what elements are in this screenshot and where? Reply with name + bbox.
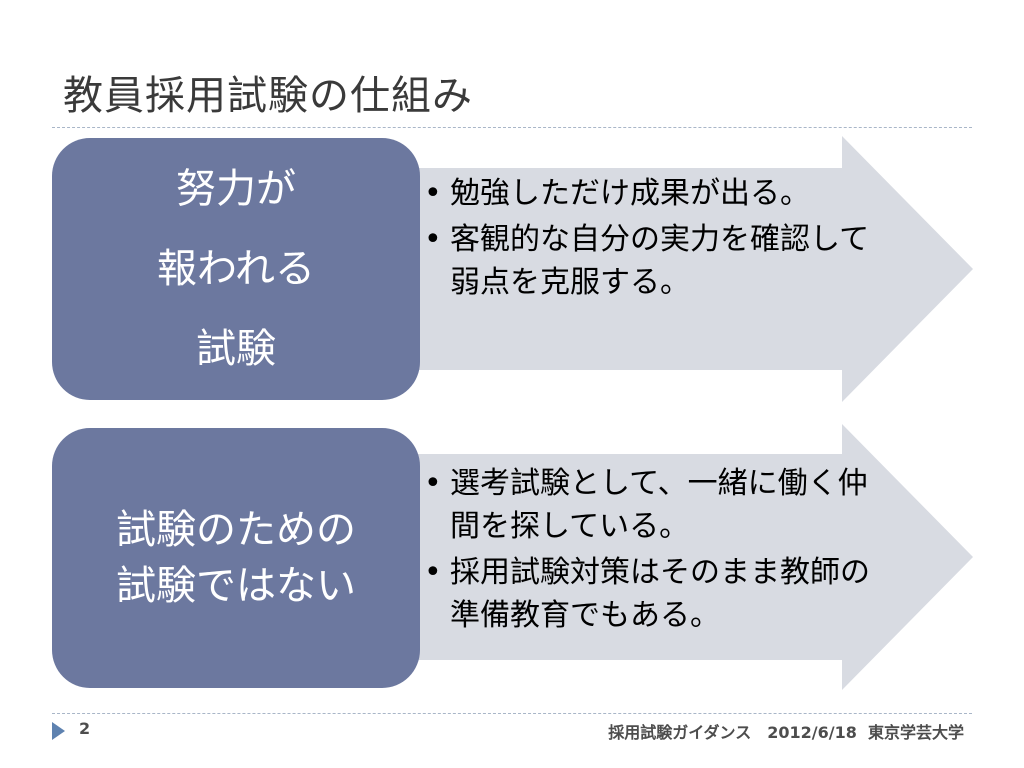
- page-number: 2: [79, 719, 91, 738]
- label-box-effort-rewarded: 努力が 報われる 試験: [52, 138, 420, 400]
- bullet-item: • 選考試験として、一緒に働く仲間を探している。: [422, 462, 882, 548]
- bullet-item: • 採用試験対策はそのまま教師の準備教育でもある。: [422, 551, 882, 637]
- arrow-polygon-1: [330, 136, 973, 402]
- arrow-shape-1: [330, 136, 973, 402]
- bullet-dot: •: [424, 176, 442, 211]
- arrow-svg-2: [330, 424, 973, 690]
- label-line: 試験のための: [116, 507, 356, 553]
- footer-divider: [52, 713, 972, 714]
- label-line: 試験: [196, 326, 276, 372]
- label-box-not-test-for-test: 試験のための 試験ではない: [52, 428, 420, 688]
- bullet-text: 客観的な自分の実力を確認して弱点を克服する。: [450, 222, 870, 300]
- bullet-list-2: • 選考試験として、一緒に働く仲間を探している。 • 採用試験対策はそのまま教師…: [422, 462, 882, 640]
- arrow-shape-2: [330, 424, 973, 690]
- bullet-text: 勉強しただけ成果が出る。: [450, 176, 810, 211]
- title-divider: [52, 127, 972, 128]
- bullet-text: 選考試験として、一緒に働く仲間を探している。: [450, 466, 868, 544]
- bullet-list-1: • 勉強しただけ成果が出る。 • 客観的な自分の実力を確認して弱点を克服する。: [422, 172, 882, 307]
- bullet-item: • 客観的な自分の実力を確認して弱点を克服する。: [422, 218, 882, 304]
- bullet-text: 採用試験対策はそのまま教師の準備教育でもある。: [450, 555, 870, 633]
- bullet-dot: •: [424, 222, 442, 257]
- slide-title: 教員採用試験の仕組み: [63, 73, 473, 119]
- footer-triangle-icon: [52, 722, 65, 740]
- label-line: 努力が: [176, 166, 296, 212]
- label-line: 報われる: [157, 246, 315, 292]
- footer-text: 採用試験ガイダンス 2012/6/18 東京学芸大学: [608, 723, 964, 742]
- bullet-dot: •: [424, 466, 442, 501]
- bullet-dot: •: [424, 555, 442, 590]
- arrow-polygon-2: [330, 424, 973, 690]
- arrow-svg-1: [330, 136, 973, 402]
- label-line: 試験ではない: [116, 563, 356, 609]
- bullet-item: • 勉強しただけ成果が出る。: [422, 172, 882, 215]
